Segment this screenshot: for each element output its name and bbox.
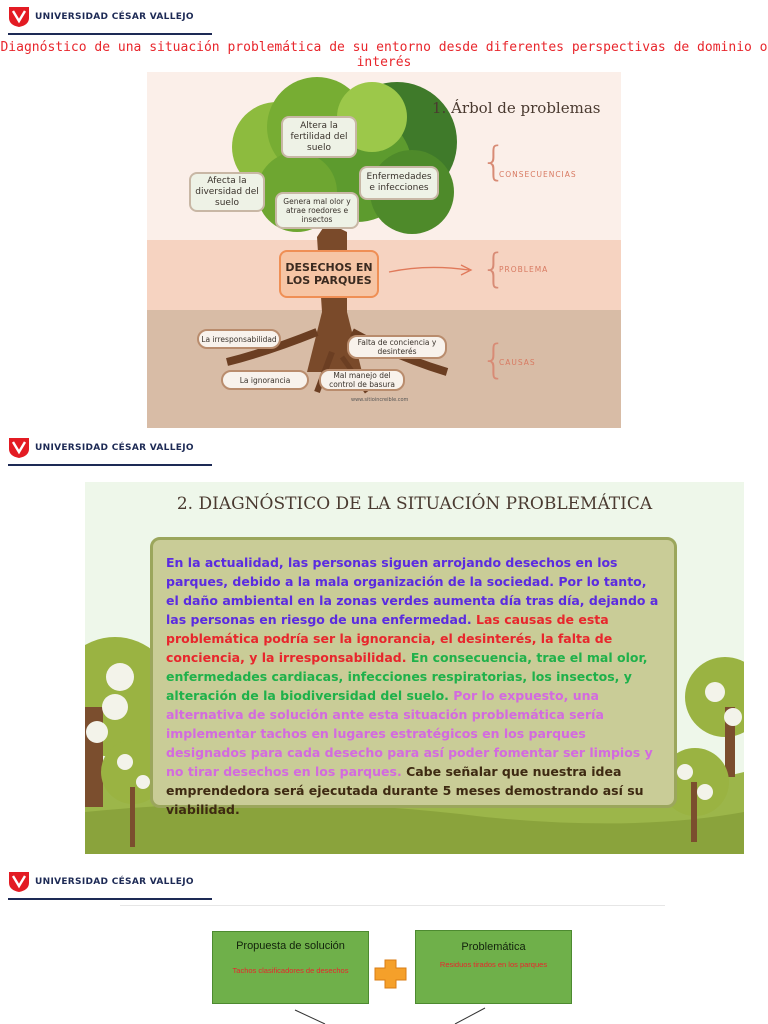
university-name: UNIVERSIDAD CÉSAR VALLEJO bbox=[35, 12, 194, 22]
connector-lines bbox=[294, 1007, 486, 1024]
cause-box: La irresponsabilidad bbox=[197, 329, 281, 349]
consequences-label: CONSECUENCIAS bbox=[499, 170, 577, 179]
shield-logo-icon bbox=[9, 438, 29, 458]
problem-tree-slide: 1. Árbol de problemas Altera la fertilid… bbox=[147, 72, 621, 428]
problem-box: DESECHOS EN LOS PARQUES bbox=[279, 250, 379, 298]
diagnosis-causes-text: Las causas de esta problemática podría s… bbox=[166, 612, 613, 665]
diagnosis-context-text: En la actualidad, las personas siguen ar… bbox=[166, 555, 659, 627]
cause-box: La ignorancia bbox=[221, 370, 309, 390]
shield-logo-icon bbox=[9, 872, 29, 892]
solution-box: Propuesta de solución Tachos clasificado… bbox=[212, 931, 369, 1004]
header-divider bbox=[8, 898, 212, 900]
university-logo: UNIVERSIDAD CÉSAR VALLEJO bbox=[8, 437, 218, 466]
diagnosis-slide: 2. DIAGNÓSTICO DE LA SITUACIÓN PROBLEMÁT… bbox=[85, 482, 744, 854]
university-name: UNIVERSIDAD CÉSAR VALLEJO bbox=[35, 443, 194, 453]
university-name: UNIVERSIDAD CÉSAR VALLEJO bbox=[35, 877, 194, 887]
problem-summary-label: Problemática bbox=[461, 941, 526, 953]
problem-summary-box: Problemática Residuos tirados en los par… bbox=[415, 930, 572, 1004]
header-divider bbox=[8, 464, 212, 466]
cause-box: Mal manejo del control de basura bbox=[319, 369, 405, 391]
diagnosis-title: 2. DIAGNÓSTICO DE LA SITUACIÓN PROBLEMÁT… bbox=[176, 494, 653, 514]
diagnosis-text-card: En la actualidad, las personas siguen ar… bbox=[150, 537, 677, 817]
plus-icon bbox=[374, 959, 407, 989]
shield-logo-icon bbox=[9, 7, 29, 27]
solution-label: Propuesta de solución bbox=[236, 940, 345, 952]
diagnosis-consequences-text: En consecuencia, trae el mal olor, enfer… bbox=[166, 650, 648, 703]
cause-box: Falta de conciencia y desinterés bbox=[347, 335, 447, 359]
slide3-divider bbox=[120, 905, 665, 906]
tree-title: 1. Árbol de problemas bbox=[432, 99, 601, 117]
problem-summary-detail: Residuos tirados en los parques bbox=[439, 960, 548, 969]
diagnosis-solution-text: Por lo expuesto, una alternativa de solu… bbox=[166, 688, 653, 779]
credit-text: www.sitioincreible.com bbox=[351, 397, 409, 403]
document-title: Diagnóstico de una situación problemátic… bbox=[0, 40, 768, 70]
consequence-box: Enfermedades e infecciones bbox=[359, 166, 439, 200]
university-logo: UNIVERSIDAD CÉSAR VALLEJO bbox=[8, 871, 218, 900]
consequence-box: Genera mal olor y atrae roedores e insec… bbox=[275, 192, 359, 229]
consequence-box: Afecta la diversidad del suelo bbox=[189, 172, 265, 212]
solution-detail: Tachos clasificadores de desechos bbox=[232, 966, 349, 975]
university-logo: UNIVERSIDAD CÉSAR VALLEJO bbox=[8, 6, 218, 35]
brace-icon: { bbox=[481, 337, 507, 383]
brace-icon: { bbox=[481, 139, 507, 185]
header-divider bbox=[8, 33, 212, 35]
diagnosis-viability-text: Cabe señalar que nuestra idea emprendedo… bbox=[166, 764, 644, 817]
consequence-box: Altera la fertilidad del suelo bbox=[281, 116, 357, 158]
problem-label: PROBLEMA bbox=[499, 265, 549, 274]
problem-band bbox=[147, 240, 621, 310]
causes-label: CAUSAS bbox=[499, 358, 536, 367]
brace-icon: { bbox=[481, 246, 507, 292]
